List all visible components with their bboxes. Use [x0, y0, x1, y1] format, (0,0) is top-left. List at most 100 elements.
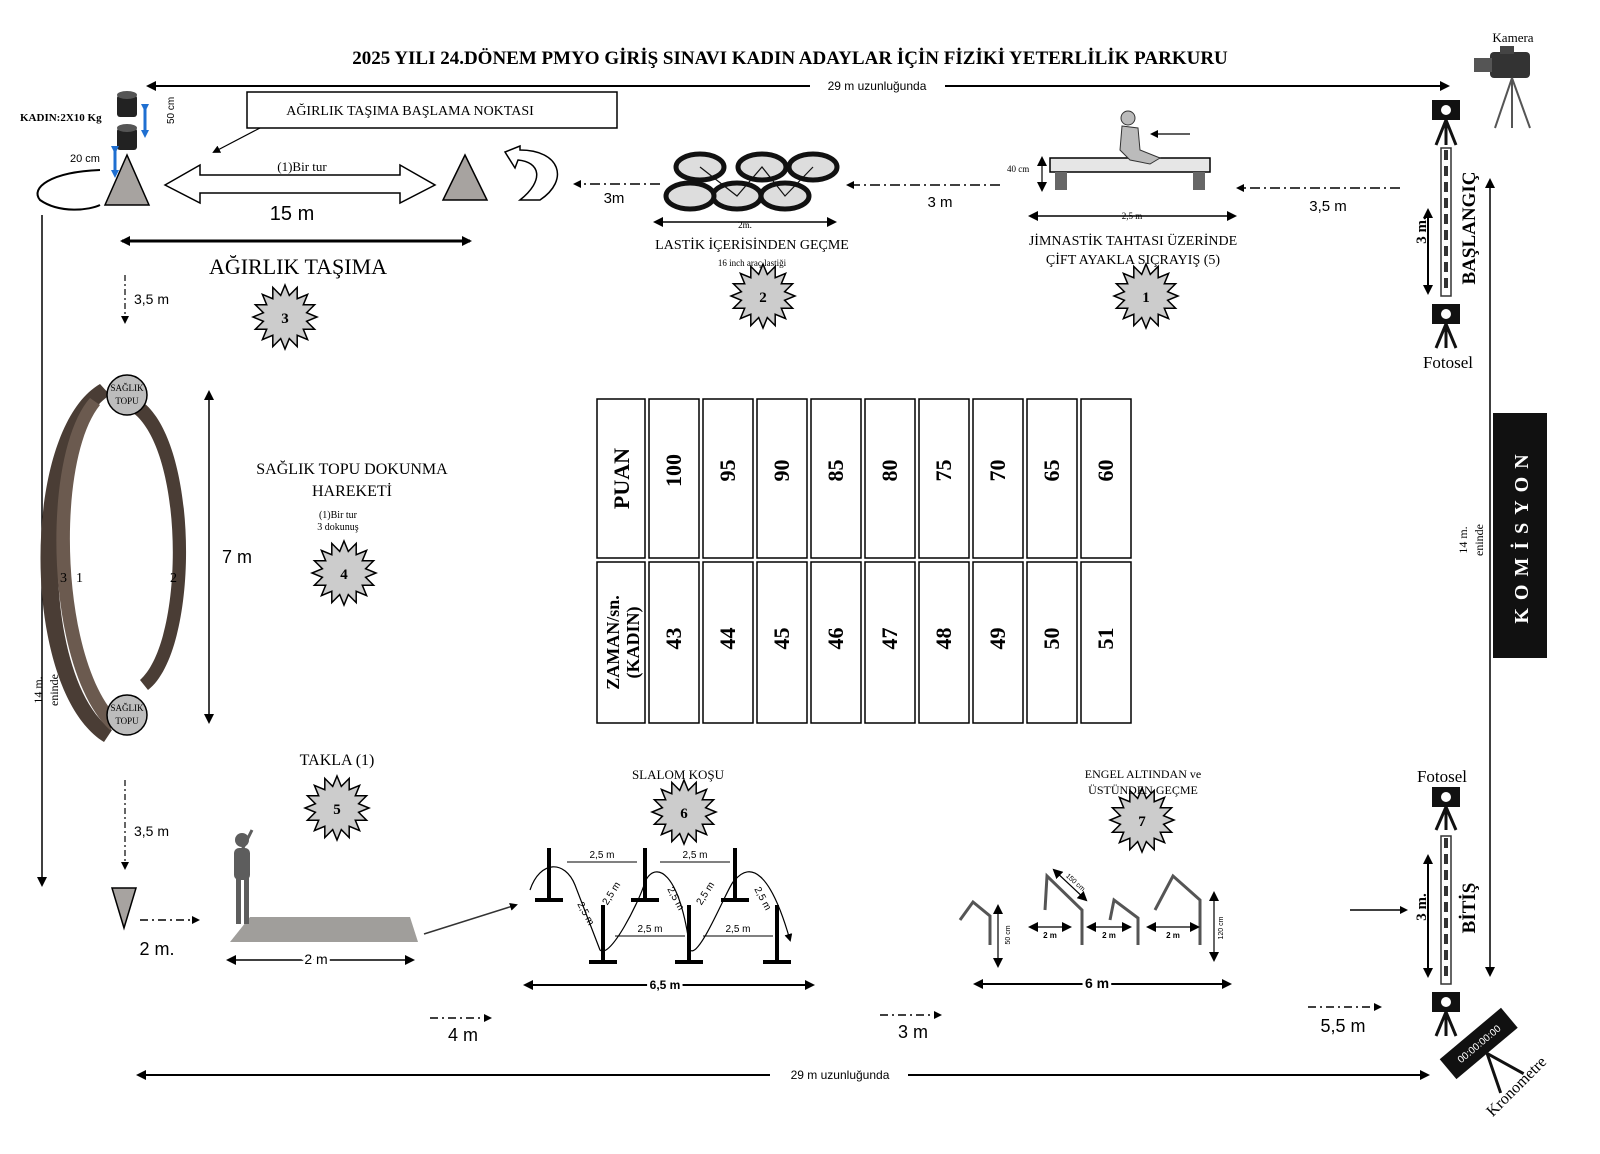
score-points-header: PUAN [609, 448, 634, 509]
commission-label: KOMİSYON [1509, 446, 1533, 623]
slalom-pole-2 [631, 848, 659, 902]
gap-board-tires: 3 m [927, 194, 952, 211]
station-2-sublabel: 16 inch araç lastiği [718, 258, 787, 268]
station-5-badge: 5 [303, 774, 371, 842]
score-time-header-1: ZAMAN/sn. [603, 595, 623, 690]
tires-width: 2m. [738, 220, 752, 230]
hurdle-total: 6 m [1085, 975, 1109, 991]
header-points-cell [596, 398, 646, 559]
left-turn-arrow [36, 169, 101, 211]
cone-left [103, 153, 151, 206]
station-5-number: 5 [333, 802, 341, 818]
weights-h1: 50 cm [166, 97, 177, 124]
station-2-badge: 2 [729, 262, 797, 330]
station-4-badge: 4 [310, 539, 378, 607]
score-time-value: 45 [769, 628, 794, 650]
score-time-value: 44 [715, 628, 740, 650]
gym-board-height: 40 cm [1007, 164, 1029, 174]
slalom-gap-bot-2: 2,5 m [725, 924, 750, 935]
time-5-cell [918, 561, 970, 724]
gym-board-length: 2,5 m [1122, 211, 1143, 221]
gap-tires-cone: 3m [604, 190, 625, 207]
time-1-cell [702, 561, 754, 724]
ball-top-label-1: SAĞLIK [111, 383, 144, 393]
left-width-label: 14 m. [31, 676, 45, 703]
station-6-number: 6 [680, 806, 688, 822]
weights-label: KADIN:2X10 Kg [20, 112, 102, 124]
time-0-cell [648, 561, 700, 724]
points-5-cell [918, 398, 970, 559]
score-points-value: 100 [661, 454, 686, 487]
right-width-label: 14 m. [1456, 526, 1470, 553]
station-7-number: 7 [1138, 814, 1146, 830]
score-points-value: 85 [823, 460, 848, 482]
time-3-cell [810, 561, 862, 724]
station-7-label-2: ÜSTÜNDEN GEÇME [1088, 783, 1198, 797]
station-1-label-1: JİMNASTİK TAHTASI ÜZERİNDE [1029, 232, 1237, 249]
station-6-badge: 6 [650, 778, 718, 846]
commission-box: KOMİSYON [1493, 413, 1547, 658]
chronometer-icon: 00:00:00:00 [1439, 1007, 1525, 1094]
roll-mat [230, 917, 418, 942]
hurdle-height-low: 50 cm [1005, 925, 1012, 944]
slalom-diag-gap: 2,5 m [601, 880, 624, 907]
chrono-label: Kronometre [1483, 1053, 1550, 1120]
station-4-label-2: HAREKETİ [312, 482, 392, 500]
touch-3: 3 [60, 571, 67, 586]
slalom-pole-3 [721, 848, 749, 902]
points-3-cell [810, 398, 862, 559]
points-7-cell [1026, 398, 1078, 559]
hurdle-1 [958, 899, 992, 945]
slalom-diag-gap: 2,5 m [664, 885, 685, 912]
hurdle-gap-3: 2 m [1166, 931, 1180, 940]
ball-span: 7 m [222, 547, 252, 567]
gap-hurdle-finish: 5,5 m [1320, 1016, 1365, 1036]
score-points-value: 90 [769, 460, 794, 482]
camera-icon: Kamera [1474, 30, 1534, 129]
finish-length: 3 m. [1414, 893, 1430, 921]
start-area: 3 m. BAŞLANGIÇ Fotosel [1414, 100, 1480, 372]
points-1-cell [702, 398, 754, 559]
hurdle-3 [1108, 897, 1140, 945]
fotosel-top-1-icon [1432, 100, 1460, 146]
score-time-value: 43 [661, 628, 686, 650]
station-3-number: 3 [281, 311, 289, 327]
score-points-value: 65 [1039, 460, 1064, 482]
station-1-label-2: ÇİFT AYAKLA SIÇRAYIŞ (5) [1046, 252, 1220, 268]
fotosel-bottom-2-icon [1432, 992, 1460, 1037]
finish-label: BİTİŞ [1459, 883, 1480, 934]
points-8-cell [1080, 398, 1132, 559]
page-title: 2025 YILI 24.DÖNEM PMYO GİRİŞ SINAVI KAD… [352, 48, 1228, 69]
points-4-cell [864, 398, 916, 559]
score-time-value: 49 [985, 628, 1010, 650]
station-4-number: 4 [340, 567, 348, 583]
score-points-value: 60 [1093, 460, 1118, 482]
slalom-gap-top-2: 2,5 m [682, 850, 707, 861]
camera-label: Kamera [1492, 30, 1533, 45]
weight-carry-area: (1)Bir tur 15 m AĞIRLIK TAŞIMA [36, 144, 559, 279]
ball-top [106, 374, 148, 416]
start-label: BAŞLANGIÇ [1459, 172, 1480, 285]
slalom-total: 6,5 m [650, 978, 681, 992]
time-8-cell [1080, 561, 1132, 724]
station-4-label-4: 3 dokunuş [317, 522, 359, 533]
slalom-pole-1 [535, 848, 563, 902]
station-2-number: 2 [759, 290, 767, 306]
score-points-value: 95 [715, 460, 740, 482]
gap-slalom-hurdle: 3 m [898, 1022, 928, 1042]
gap-start-board: 3,5 m [1309, 198, 1347, 215]
bottom-length-arrow: 29 m uzunluğunda [136, 1068, 1430, 1082]
station-4-label-1: SAĞLIK TOPU DOKUNMA [256, 459, 448, 478]
weight-title: AĞIRLIK TAŞIMA [209, 254, 387, 279]
touch-2: 2 [170, 571, 177, 586]
bottom-gap-arrows: 4 m 3 m 5,5 m [430, 906, 1408, 1045]
score-table: PUANZAMAN/sn.(KADIN)10043954490458546804… [596, 398, 1132, 724]
score-time-value: 48 [931, 628, 956, 650]
roll-gap: 2 m. [139, 939, 174, 959]
points-0-cell [648, 398, 700, 559]
top-length-arrow: 29 m uzunluğunda [146, 79, 1450, 93]
points-2-cell [756, 398, 808, 559]
gap-roll-slalom: 4 m [448, 1025, 478, 1045]
